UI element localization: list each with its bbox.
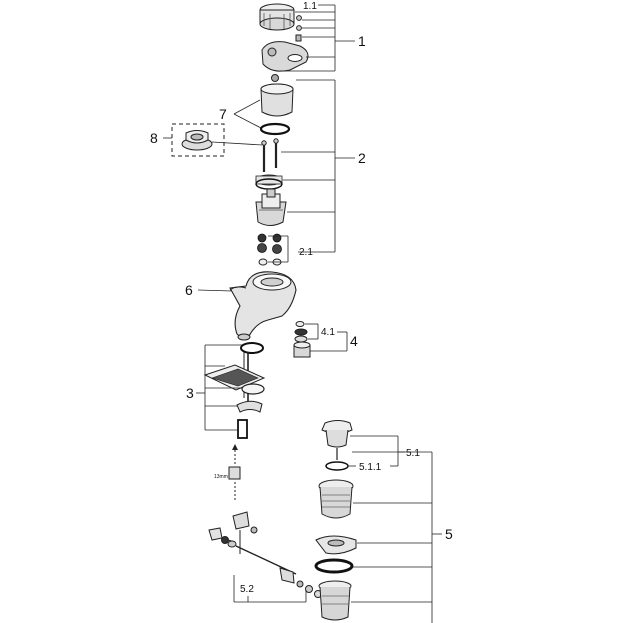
label-5-1: 5.1 [406,448,420,459]
drain-body-upper [318,479,354,519]
label-4-1: 4.1 [321,327,335,338]
label-1-1: 1.1 [303,1,317,12]
cartridge-screws [261,138,279,172]
adaptor-part-8 [171,123,225,157]
mounting-kit [203,342,266,439]
label-3: 3 [186,385,194,401]
cartridge-body [255,188,287,226]
screw-small-1 [295,15,302,42]
handle-cap [259,3,295,31]
drain-o-ring [314,558,354,574]
aerator [293,321,311,358]
supply-hose-tip [228,444,241,500]
label-5-1-1: 5.1.1 [359,462,382,473]
pop-up-rod [208,511,322,598]
cartridge-nut [255,174,283,190]
label-1: 1 [358,33,366,49]
drain-gasket [315,535,357,555]
faucet-body [229,271,297,341]
cartridge-seals [257,233,282,266]
lever-handle [261,41,309,82]
label-4: 4 [350,333,358,349]
drain-plug [321,420,353,471]
label-2-1: 2.1 [299,247,313,258]
o-ring-7 [259,122,291,136]
cartridge-cover [260,83,294,117]
label-13mm: 13mm [214,474,228,480]
label-2: 2 [358,150,366,166]
drain-body-lower [318,580,352,621]
label-5-2: 5.2 [240,584,254,595]
label-8: 8 [150,130,158,146]
label-5: 5 [445,526,453,542]
leader-lines [163,4,442,623]
label-7: 7 [219,106,227,122]
label-6: 6 [185,282,193,298]
